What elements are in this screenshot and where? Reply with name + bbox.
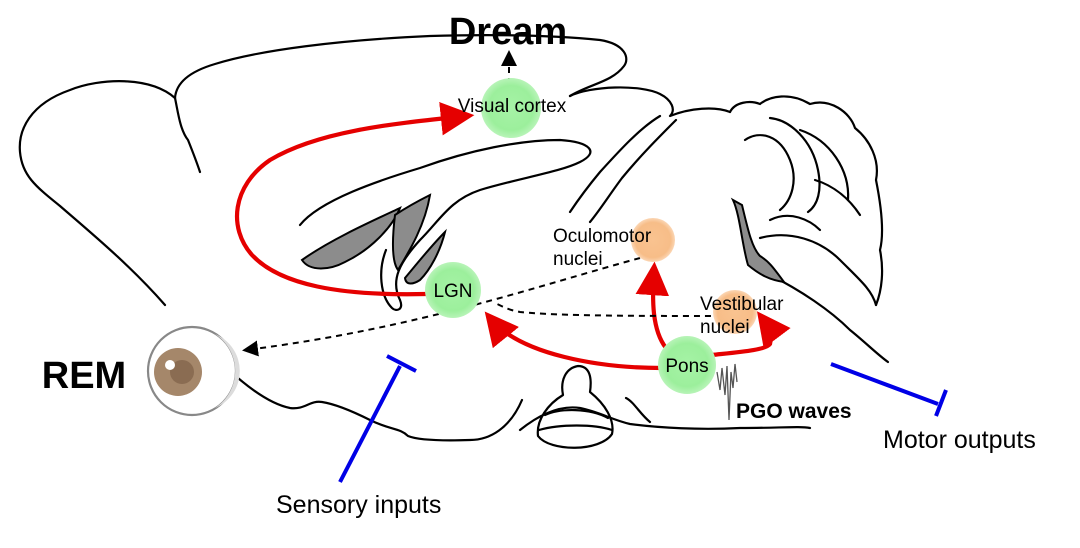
pons-base-outline xyxy=(518,406,812,432)
pituitary-inner-1 xyxy=(543,408,610,420)
cerebellum-folia-1 xyxy=(743,134,795,212)
node-pons[interactable] xyxy=(658,336,716,394)
olfactory-boundary xyxy=(173,96,202,174)
node-visual-cortex[interactable] xyxy=(481,78,541,138)
ventricles xyxy=(298,138,787,311)
cerebellum-folia-3 xyxy=(798,128,850,202)
eye-icon xyxy=(146,325,240,417)
lgn-label: LGN xyxy=(433,281,472,302)
sensory-inputs-inhibition xyxy=(338,354,417,483)
node-lgn[interactable] xyxy=(425,262,481,318)
hippocampus-outline xyxy=(298,138,592,311)
ventricle-2 xyxy=(392,193,432,272)
ventricle-3 xyxy=(403,228,447,285)
visual-cortex-label: Visual cortex xyxy=(458,96,567,117)
cerebellum-folia-5 xyxy=(768,214,822,232)
excitatory-pathways xyxy=(234,101,791,371)
pgo-waves-label: PGO waves xyxy=(736,400,852,423)
vestibular-label-line1: Vestibular xyxy=(700,294,784,315)
ventricle-1 xyxy=(300,206,402,270)
pituitary-outline xyxy=(536,364,614,449)
cerebellum-folia-4 xyxy=(758,234,878,307)
midbrain-inner xyxy=(568,114,662,214)
pons-to-vestibular-path xyxy=(709,311,791,358)
cerebellum-folia-2 xyxy=(768,116,821,214)
ventral-outline xyxy=(236,376,524,442)
node-vestibular-nuclei[interactable] xyxy=(713,290,757,334)
pgo-wave-trace xyxy=(716,363,738,421)
pons-to-oculomotor-path xyxy=(635,261,670,351)
pituitary-inner-2 xyxy=(537,424,614,432)
lgn-to-visual-cortex-path xyxy=(234,101,475,297)
optic-chiasm xyxy=(624,396,652,424)
cerebellar-ventricle xyxy=(730,197,787,284)
oculomotor-label-line1: Oculomotor xyxy=(553,226,652,247)
midbrain-inner-2 xyxy=(588,118,678,224)
motor-outputs-label: Motor outputs xyxy=(883,426,1036,454)
node-oculomotor-nuclei[interactable] xyxy=(631,218,675,262)
pons-to-lgn-path xyxy=(484,311,665,371)
vestibular-join-path xyxy=(494,302,723,317)
motor-outputs-inhibition xyxy=(830,362,948,417)
olfactory-bulb-outline xyxy=(18,80,177,307)
brainstem-outline xyxy=(768,273,890,364)
cerebellum-folia-6 xyxy=(813,178,862,217)
cortex-outline xyxy=(173,34,628,100)
pons-label: Pons xyxy=(665,356,708,377)
midbrain-outline xyxy=(568,86,732,118)
dream-label: Dream xyxy=(449,11,567,53)
vestibular-label-line2: nuclei xyxy=(700,317,750,338)
cerebellum-outline xyxy=(728,95,884,307)
rem-label: REM xyxy=(42,355,126,397)
brain-outline xyxy=(18,34,890,449)
sensory-inputs-label: Sensory inputs xyxy=(276,491,441,519)
oculomotor-label-line2: nuclei xyxy=(553,249,603,270)
